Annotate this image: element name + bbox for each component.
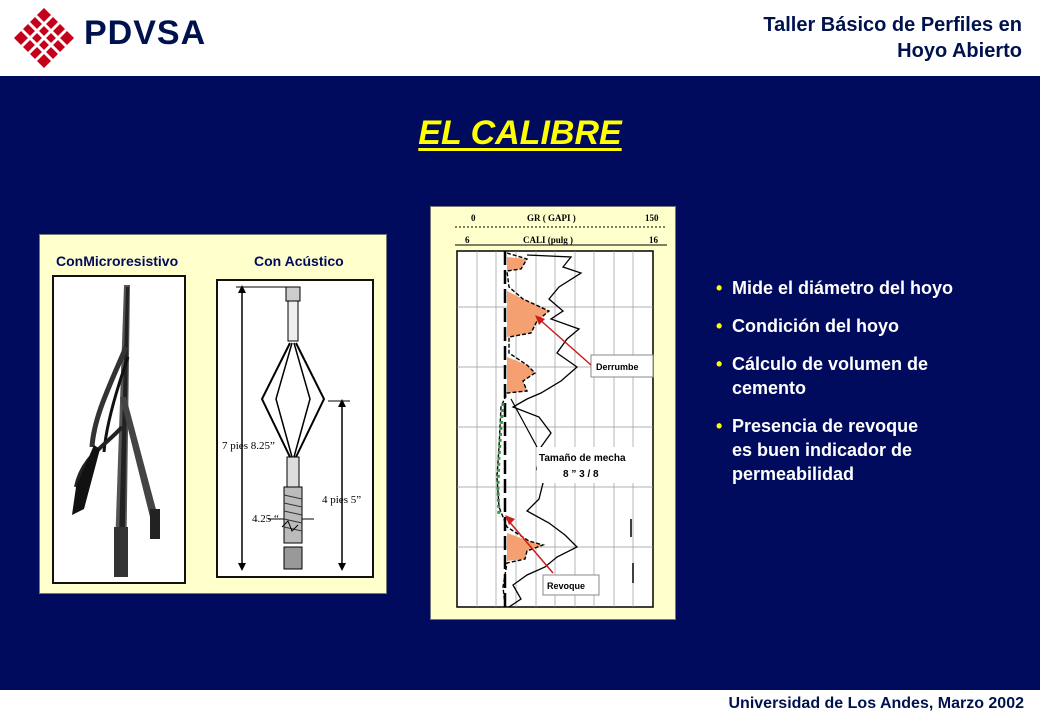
- dim-length-arms: 4 pies 5”: [322, 494, 361, 506]
- microresistivo-tool-photo: [52, 275, 186, 584]
- caliper-tools-figure: ConMicroresistivo Con Acústico: [39, 234, 387, 594]
- footer-text: Universidad de Los Andes, Marzo 2002: [728, 695, 1025, 712]
- bullet-dot-icon: •: [716, 316, 723, 336]
- content-area: EL CALIBRE ConMicroresistivo Con Acústic…: [0, 76, 1040, 690]
- microresistivo-tool-image: [54, 277, 184, 582]
- caliper-curve: [496, 252, 551, 606]
- bullet-dot-icon: •: [716, 278, 723, 298]
- bullet-text: Cálculo de volumen de cemento: [732, 354, 929, 398]
- derrumbe-label: Derrumbe: [596, 362, 639, 372]
- derrumbe-arrow: [538, 318, 592, 366]
- mecha-label-line2: 8 ” 3 / 8: [563, 469, 599, 480]
- revoque-label: Revoque: [547, 581, 585, 591]
- bullet-item: • Cálculo de volumen de cemento: [716, 352, 1016, 400]
- slide-title: EL CALIBRE: [0, 114, 1040, 153]
- bullet-item: • Mide el diámetro del hoyo: [716, 276, 1016, 300]
- caliper-log-chart: 0 GR ( GAPI ) 150 6 CALI (pulg ) 16: [431, 207, 675, 619]
- header: PDVSA Taller Básico de Perfiles en Hoyo …: [0, 0, 1040, 76]
- bullet-dot-icon: •: [716, 354, 723, 374]
- mecha-arrow: [510, 398, 538, 448]
- cali-name: CALI (pulg ): [523, 235, 573, 245]
- acustico-tool-image: 7 pies 8.25” 4.25 “ 4 pies 5”: [218, 281, 372, 576]
- slide-title-text: EL CALIBRE: [418, 114, 622, 152]
- bullet-item: • Presencia de revoque es buen indicador …: [716, 414, 1016, 486]
- revoque-arrow: [506, 518, 554, 574]
- gr-max: 150: [645, 213, 659, 223]
- course-title-line2: Hoyo Abierto: [897, 40, 1022, 62]
- gr-name: GR ( GAPI ): [527, 213, 576, 223]
- bullet-text: Condición del hoyo: [732, 316, 899, 336]
- bullet-dot-icon: •: [716, 416, 723, 436]
- mudcake-curve: [496, 402, 505, 518]
- acustico-tool-drawing: 7 pies 8.25” 4.25 “ 4 pies 5”: [216, 279, 374, 578]
- dim-length-total: 7 pies 8.25”: [222, 440, 275, 452]
- washout-fill-4: [507, 533, 543, 561]
- bullet-text: Mide el diámetro del hoyo: [732, 278, 954, 298]
- mecha-label-box: [537, 447, 651, 483]
- derrumbe-label-box: [590, 354, 654, 378]
- pdvsa-logo-icon: [12, 6, 76, 70]
- bullet-item: • Condición del hoyo: [716, 314, 1016, 338]
- label-microresistivo: ConMicroresistivo: [56, 253, 179, 269]
- footer: Universidad de Los Andes, Marzo 2002: [0, 690, 1040, 720]
- bullet-list: • Mide el diámetro del hoyo • Condición de…: [716, 276, 1016, 500]
- caliper-log-figure: 0 GR ( GAPI ) 150 6 CALI (pulg ) 16: [430, 206, 676, 620]
- course-title-line1: Taller Básico de Perfiles en: [763, 14, 1022, 36]
- cali-max: 16: [649, 235, 659, 245]
- brand-name: PDVSA: [84, 14, 207, 52]
- mecha-label-line1: Tamaño de mecha: [539, 453, 626, 464]
- revoque-label-box: [542, 574, 600, 596]
- bullet-text: Presencia de revoque es buen indicador d…: [732, 416, 919, 484]
- gamma-ray-curve: [508, 254, 583, 608]
- cali-min: 6: [465, 235, 470, 245]
- dim-diameter: 4.25 “: [252, 513, 279, 525]
- course-title: Taller Básico de Perfiles en Hoyo Abiert…: [763, 12, 1022, 64]
- label-acustico: Con Acústico: [254, 253, 344, 269]
- washout-fill-2: [507, 291, 549, 337]
- washout-fill-1: [507, 257, 527, 271]
- gr-min: 0: [471, 213, 476, 223]
